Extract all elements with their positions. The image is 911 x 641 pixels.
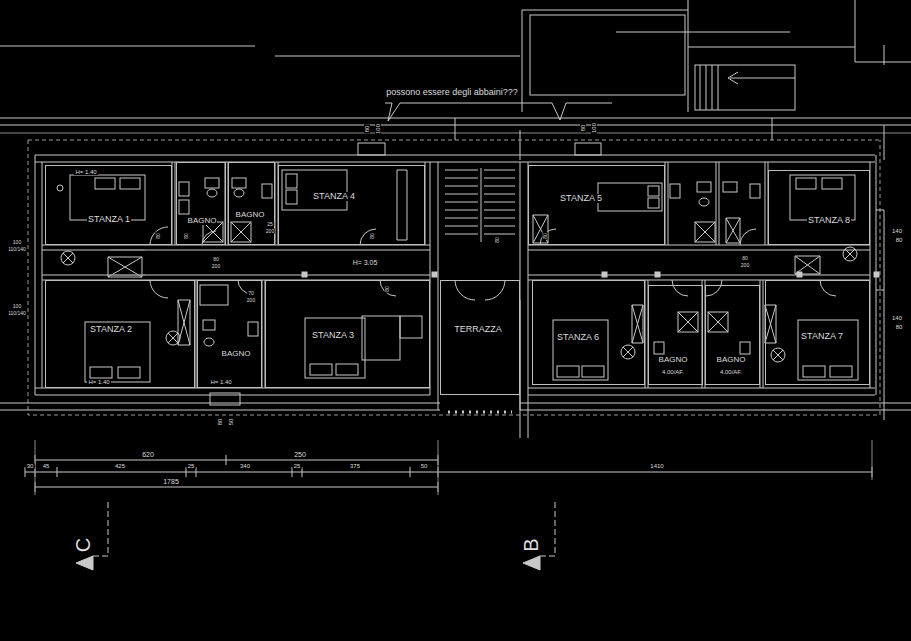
door-dimension: 80 <box>543 232 548 240</box>
room-name: TERRAZZA <box>453 325 503 334</box>
callout-note: possono essere degli abbaini??? <box>385 88 519 97</box>
room-outline: STANZA 3 <box>265 280 430 388</box>
room-note: H= 1.40 <box>87 379 110 385</box>
door-dimension: 80 <box>212 257 220 262</box>
dimension-label: 375 <box>349 463 361 469</box>
door-dimension: 80 <box>385 285 390 293</box>
room-outline: STANZA 4 <box>278 165 425 245</box>
room-outline: STANZA 5 <box>528 165 665 245</box>
door-dimension: 200 <box>246 298 256 303</box>
dimension-label: 620 <box>141 451 155 458</box>
room-outline: BAGNO 4.00/AF. <box>648 285 703 385</box>
room-name: STANZA 6 <box>556 333 600 342</box>
dimension-label: 25 <box>293 463 302 469</box>
dimension-label: 100 <box>591 122 597 134</box>
dimension-label: 25 <box>187 463 196 469</box>
door-dimension: 70 <box>247 291 255 296</box>
room-outline: TERRAZZA <box>440 280 520 395</box>
door-dimension: 80 <box>370 232 375 240</box>
room-name: STANZA 4 <box>312 192 356 201</box>
room-note: 4.00/AF. <box>661 369 685 375</box>
room-outline: STANZA 8 <box>768 170 870 245</box>
dimension-label: 100 <box>12 304 22 309</box>
room-outline: STANZA 6 <box>532 280 645 385</box>
dimension-label: 50 <box>228 418 234 427</box>
dimension-label: 80 <box>895 237 904 243</box>
room-name: STANZA 8 <box>807 216 851 225</box>
section-marker: B <box>521 537 541 552</box>
room-name: STANZA 3 <box>311 331 355 340</box>
dimension-label: 140 <box>891 228 903 234</box>
dimension-label: 110/140 <box>7 311 27 316</box>
dimension-label: 425 <box>114 463 126 469</box>
dimension-label: 140 <box>891 315 903 321</box>
dimension-label: 30 <box>26 463 35 469</box>
room-name: BAGNO <box>187 217 218 225</box>
room-name: STANZA 7 <box>800 332 844 341</box>
door-dimension: 200 <box>265 229 275 234</box>
dimension-label: 80 <box>364 125 370 134</box>
door-dimension: 80 <box>156 232 161 240</box>
door-dimension: 25 <box>266 222 274 227</box>
door-dimension: 80 <box>184 232 189 240</box>
dimension-label: 340 <box>239 463 251 469</box>
dimension-label: 80 <box>895 324 904 330</box>
height-note: H= 3.05 <box>352 259 379 266</box>
room-name: STANZA 2 <box>89 325 133 334</box>
room-name: BAGNO <box>235 211 266 219</box>
dimension-label: 45 <box>42 463 51 469</box>
dimension-label: 100 <box>12 240 22 245</box>
door-dimension: 80 <box>741 256 749 261</box>
room-outline: BAGNO H= 1.40 <box>197 280 262 388</box>
room-note: H= 1.40 <box>209 379 232 385</box>
room-note: H= 1.40 <box>74 169 97 175</box>
dimension-label: 1785 <box>162 478 180 485</box>
room-name: BAGNO <box>716 356 747 364</box>
room-outline: STANZA 7 <box>765 280 870 385</box>
door-dimension: 80 <box>495 236 500 244</box>
dimension-label: 250 <box>293 451 307 458</box>
room-name: STANZA 5 <box>559 194 603 203</box>
room-name: STANZA 1 <box>87 215 131 224</box>
room-name: BAGNO <box>221 350 252 358</box>
room-outline: STANZA 2 H= 1.40 <box>45 280 195 388</box>
door-dimension: 200 <box>740 263 750 268</box>
room-outline: STANZA 1 H= 1.40 <box>45 165 172 245</box>
section-marker: C <box>73 537 93 553</box>
room-outline: BAGNO 4.00/AF. <box>705 285 760 385</box>
dimension-label: 50 <box>420 463 429 469</box>
dimension-label: 80 <box>217 418 223 427</box>
dimension-label: 1410 <box>649 463 664 469</box>
dimension-label: 100 <box>375 123 381 135</box>
dimension-label: 110/140 <box>7 247 27 252</box>
room-note: 4.00/AF. <box>719 369 743 375</box>
door-dimension: 200 <box>211 264 221 269</box>
dimension-label: 80 <box>580 124 586 133</box>
room-name: BAGNO <box>658 356 689 364</box>
